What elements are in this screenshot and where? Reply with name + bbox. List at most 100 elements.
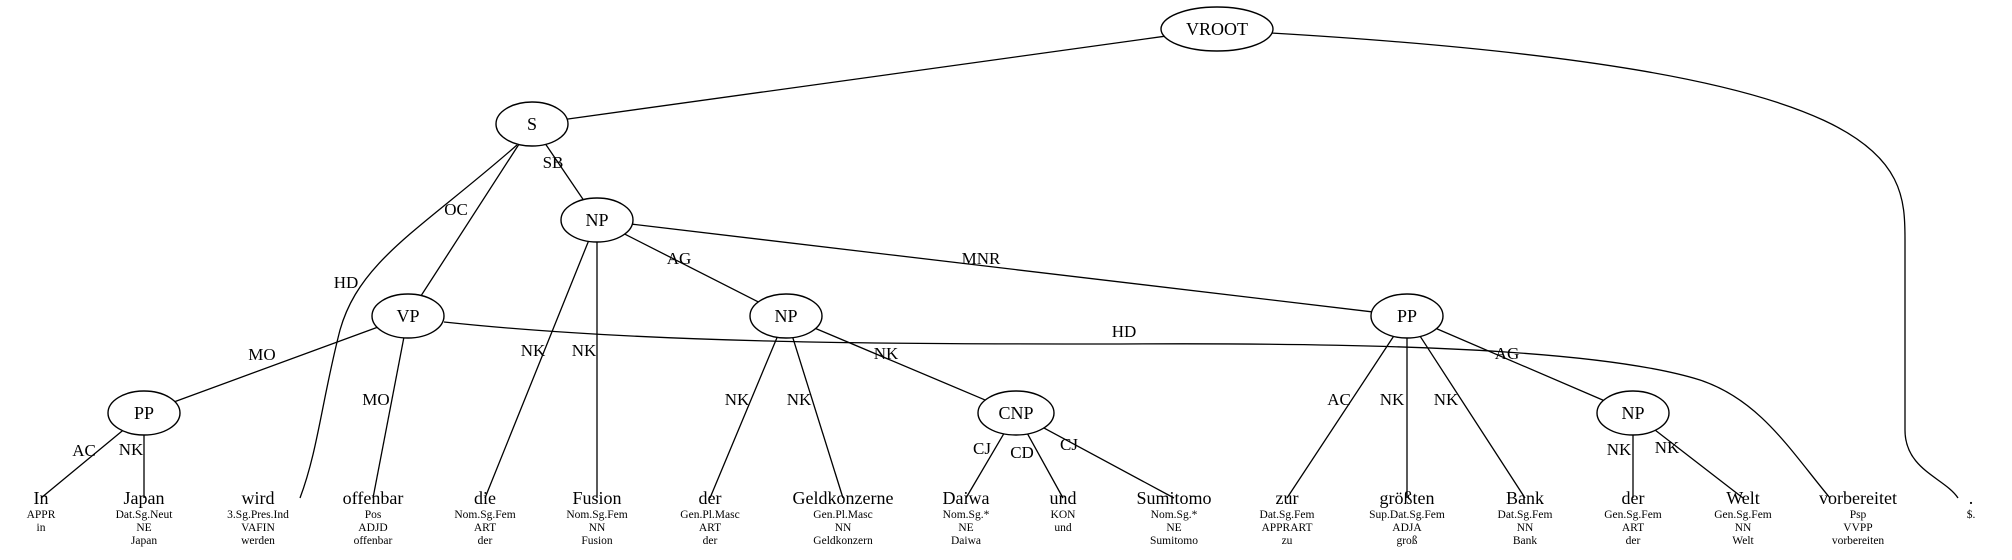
node-label: CNP xyxy=(998,403,1033,423)
node-cnp: CNP xyxy=(977,390,1055,436)
token-morph: Sup.Dat.Sg.Fem xyxy=(1369,509,1445,521)
token-pos: NN xyxy=(835,522,852,534)
token-pos: APPRART xyxy=(1261,522,1312,534)
edge-np1-t-die xyxy=(484,241,589,499)
edge-s-t-wird xyxy=(299,144,518,499)
node-label: PP xyxy=(1397,306,1417,326)
edge-label-nk: NK xyxy=(1607,440,1632,459)
token-pos: ART xyxy=(474,522,496,534)
node-pp1: PP xyxy=(107,390,181,436)
edge-label-hd: HD xyxy=(1112,322,1137,341)
token-lemma: Japan xyxy=(131,535,157,547)
node-ellipse xyxy=(371,293,445,339)
token-morph: Nom.Sg.* xyxy=(1151,509,1198,521)
token-morph: Gen.Sg.Fem xyxy=(1714,509,1772,521)
token-pos: $. xyxy=(1967,508,1976,521)
node-pp2: PP xyxy=(1370,293,1444,339)
token-lemma: Fusion xyxy=(581,535,613,547)
tokens-layer: InAPPRinJapanDat.Sg.NeutNEJapanwird3.Sg.… xyxy=(27,488,1976,547)
edge-vroot-t-dot xyxy=(1270,32,1959,499)
edge-vp-pp1 xyxy=(174,326,378,403)
token-lemma: vorbereiten xyxy=(1832,535,1885,547)
node-ellipse xyxy=(977,390,1055,436)
node-vp: VP xyxy=(371,293,445,339)
token-word: . xyxy=(1969,488,1974,508)
edge-label-nk: NK xyxy=(1655,438,1680,457)
token-morph: Pos xyxy=(365,509,382,521)
token-lemma: Daiwa xyxy=(951,535,981,547)
token-morph: Gen.Sg.Fem xyxy=(1604,509,1662,521)
token-morph: Dat.Sg.Fem xyxy=(1498,509,1553,521)
node-ellipse xyxy=(107,390,181,436)
edge-np2-t-der1 xyxy=(709,337,778,499)
node-np2: NP xyxy=(749,293,823,339)
node-label: NP xyxy=(774,306,797,326)
edge-label-mo: MO xyxy=(362,390,389,409)
token-morph: Nom.Sg.Fem xyxy=(566,509,627,521)
edge-label-ag: AG xyxy=(1495,344,1520,363)
token-lemma: werden xyxy=(241,535,275,547)
node-ellipse xyxy=(1596,390,1670,436)
edge-np2-t-geldkonzerne xyxy=(792,337,844,499)
token-lemma: in xyxy=(37,522,46,534)
edge-pp2-np3 xyxy=(1436,328,1604,401)
edge-pp2-t-bank xyxy=(1419,336,1526,499)
token-lemma: der xyxy=(703,535,718,547)
token-word: Fusion xyxy=(572,488,621,508)
token-word: Japan xyxy=(124,488,165,508)
token-pos: APPR xyxy=(27,509,56,521)
edge-label-nk: NK xyxy=(874,344,899,363)
token-word: Daiwa xyxy=(943,488,990,508)
node-np3: NP xyxy=(1596,390,1670,436)
token-lemma: Welt xyxy=(1732,535,1754,547)
edge-label-nk: NK xyxy=(521,341,546,360)
token-lemma: und xyxy=(1054,522,1072,534)
token-lemma: Sumitomo xyxy=(1150,535,1198,547)
edge-label-nk: NK xyxy=(572,341,597,360)
edge-label-hd: HD xyxy=(334,273,359,292)
token-pos: VAFIN xyxy=(241,522,275,534)
token-pos: NE xyxy=(958,522,973,534)
token-lemma: offenbar xyxy=(354,535,393,547)
token-lemma: der xyxy=(1626,535,1641,547)
token-pos: NE xyxy=(136,522,151,534)
token-morph: Dat.Sg.Fem xyxy=(1260,509,1315,521)
edge-label-nk: NK xyxy=(725,390,750,409)
token-word: offenbar xyxy=(343,488,404,508)
token-morph: Dat.Sg.Neut xyxy=(116,509,174,521)
edge-label-ac: AC xyxy=(1327,390,1351,409)
token-morph: Gen.Pl.Masc xyxy=(680,509,739,521)
token-word: Sumitomo xyxy=(1136,488,1211,508)
edge-np2-cnp xyxy=(815,327,986,401)
edge-label-cd: CD xyxy=(1010,443,1034,462)
token-lemma: groß xyxy=(1396,535,1417,547)
token-pos: NN xyxy=(589,522,606,534)
edge-vp-t-offenbar xyxy=(372,337,405,499)
token-dot: .$. xyxy=(1967,488,1976,521)
node-label: PP xyxy=(134,403,154,423)
edge-label-cj: CJ xyxy=(1060,435,1078,454)
node-label: S xyxy=(527,114,537,134)
token-lemma: der xyxy=(478,535,493,547)
token-pos: ADJD xyxy=(358,522,387,534)
edge-vroot-s xyxy=(567,35,1165,120)
token-pos: NE xyxy=(1166,522,1181,534)
node-np1: NP xyxy=(560,197,634,243)
token-pos: NN xyxy=(1735,522,1752,534)
edge-label-ag: AG xyxy=(667,249,692,268)
token-lemma: zu xyxy=(1282,535,1293,547)
token-morph: Nom.Sg.* xyxy=(943,509,990,521)
node-ellipse xyxy=(749,293,823,339)
token-word: In xyxy=(34,488,49,508)
